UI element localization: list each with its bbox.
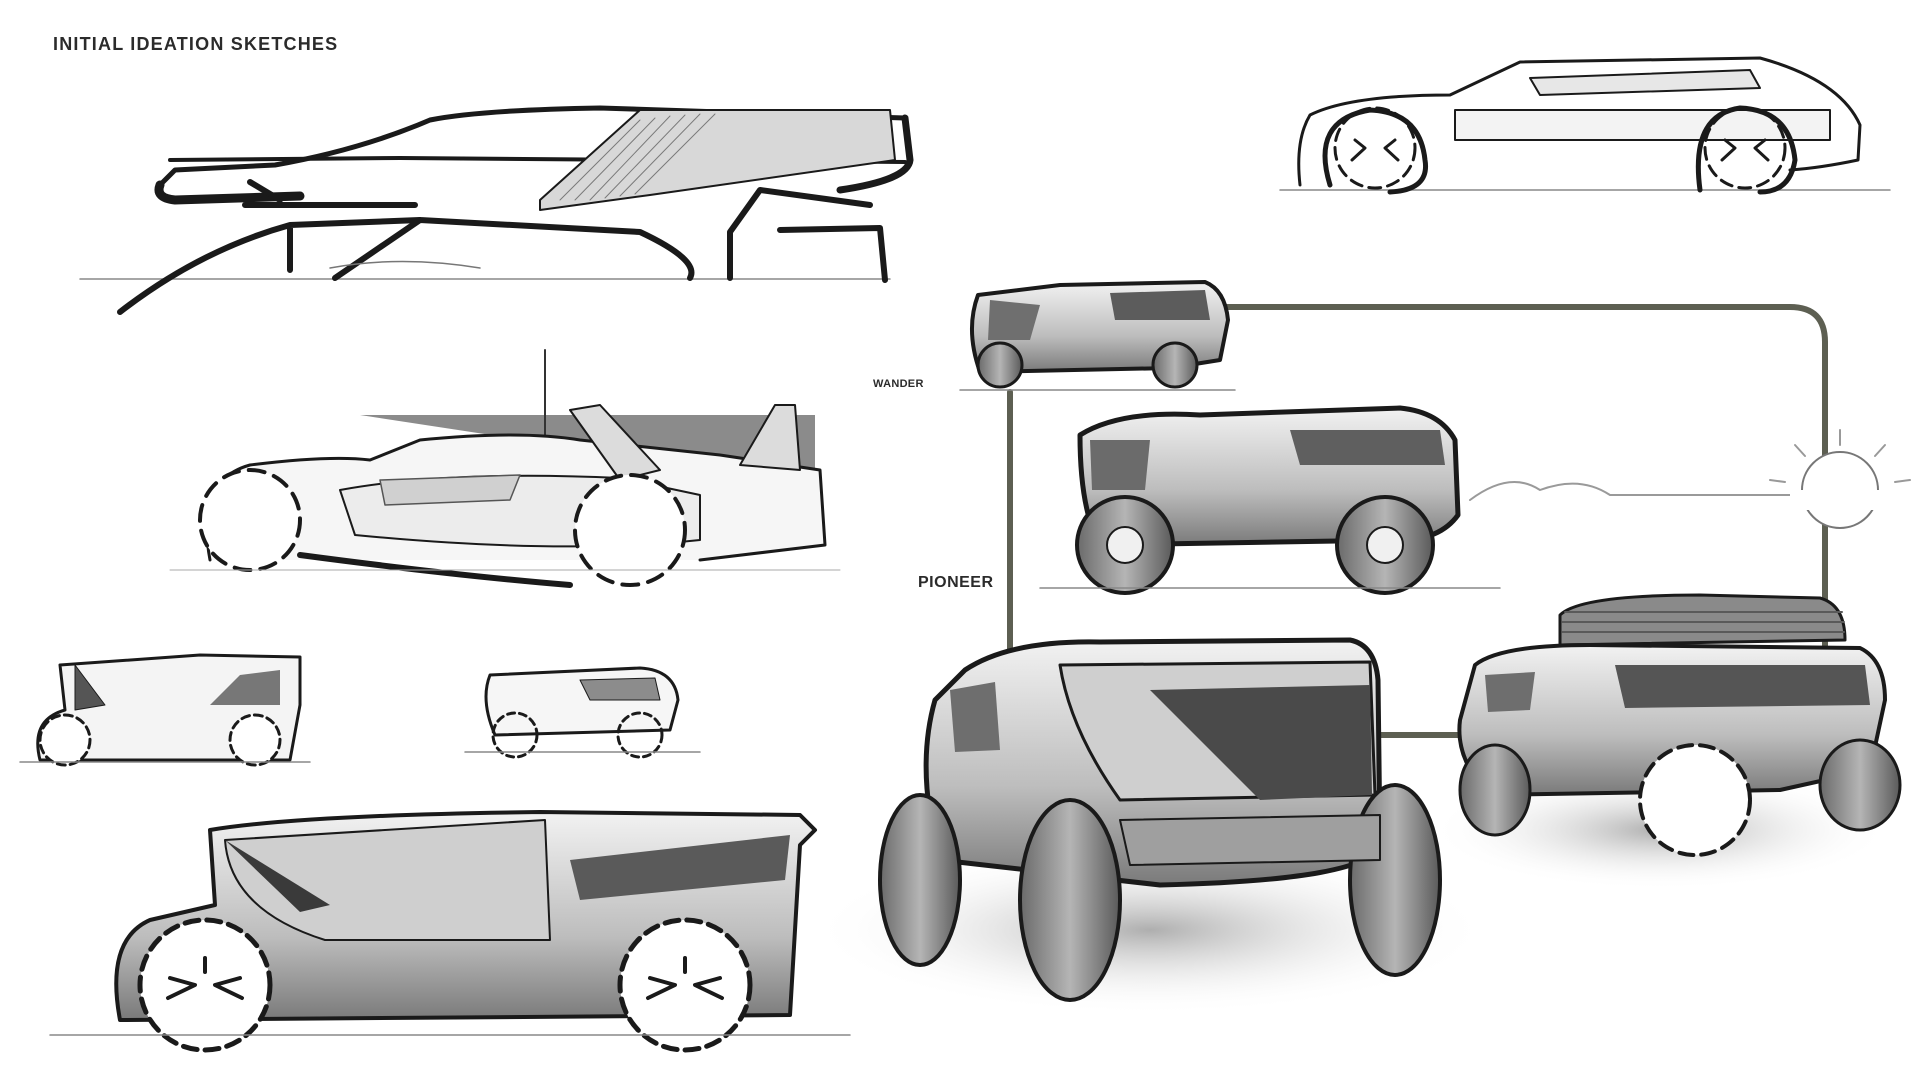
sketch-front-suv-render <box>810 637 1490 1015</box>
sketch-wander-vehicle <box>959 280 1236 391</box>
sketch-box-van <box>19 653 311 767</box>
pioneer-label: PIONEER <box>918 574 994 591</box>
sketch-long-wagon <box>1279 56 1891 195</box>
sketch-small-offroader <box>464 666 701 759</box>
sketch-pioneer-vehicle <box>1039 405 1911 595</box>
wander-label: WANDER <box>873 378 924 390</box>
sketch-streamlined-wagon <box>79 105 914 315</box>
sketch-finned-car <box>169 349 841 588</box>
connector-line <box>1007 304 1828 738</box>
sketch-rendered-van <box>49 810 851 1053</box>
sketch-rear-suv-render <box>1430 593 1902 890</box>
page-title: INITIAL IDEATION SKETCHES <box>53 34 339 54</box>
